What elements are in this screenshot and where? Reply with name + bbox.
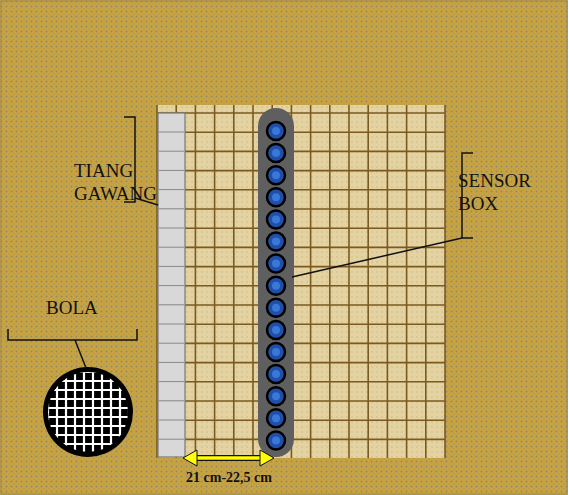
dimension-label: 21 cm-22,5 cm — [169, 470, 289, 487]
part-label: SENSOR BOX — [458, 170, 558, 216]
goal-net-area — [157, 105, 445, 458]
bracket — [124, 117, 135, 202]
goal-net — [157, 105, 445, 458]
bracket — [8, 329, 137, 340]
leader-line — [135, 198, 158, 205]
part-label: BOLA — [46, 297, 116, 320]
sensor-row — [267, 122, 285, 449]
dimension-arrow — [183, 450, 274, 466]
goal-post-lines — [159, 132, 184, 439]
sensor-box — [258, 108, 294, 457]
ball — [43, 367, 133, 457]
ball-grid — [43, 367, 133, 457]
leader-line — [292, 238, 462, 277]
part-label: TIANG GAWANG — [74, 160, 124, 206]
leader-line — [75, 340, 86, 368]
goal-post — [158, 113, 185, 457]
